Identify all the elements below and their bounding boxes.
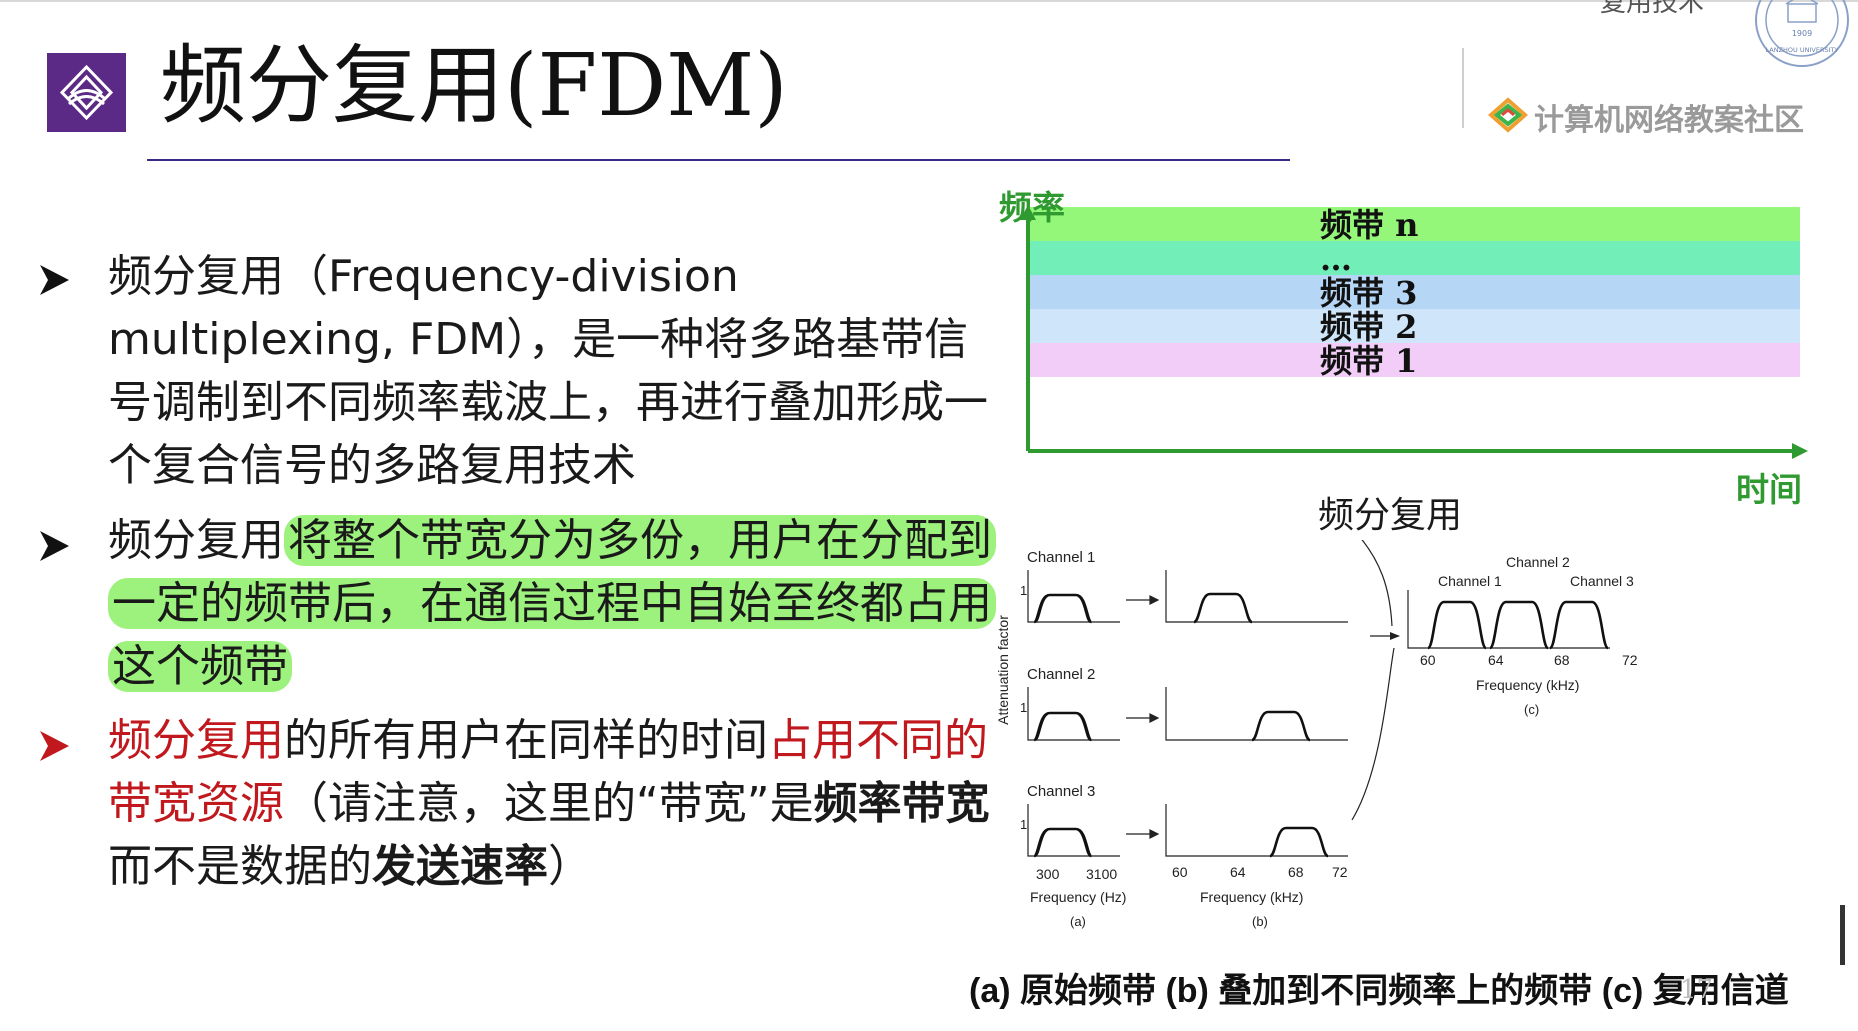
panel-b-tick-72: 72 bbox=[1332, 864, 1348, 880]
panel-a-x-label: Frequency (Hz) bbox=[1030, 889, 1126, 905]
panel-b-tick-60: 60 bbox=[1172, 864, 1188, 880]
header-divider bbox=[1462, 48, 1464, 128]
band-4 bbox=[1030, 241, 1800, 275]
bullet-3-red-phrase: 占用不同的带宽资源 bbox=[108, 715, 988, 829]
brand-logo-icon bbox=[1487, 97, 1529, 137]
panel-c-channel-2: Channel 2 bbox=[1506, 554, 1570, 570]
panel-c-curve-3 bbox=[1548, 600, 1610, 650]
panel-c-curve-2 bbox=[1488, 600, 1550, 650]
panel-c-tick-68: 68 bbox=[1554, 652, 1570, 668]
panel-b-row2-axes bbox=[1165, 687, 1348, 741]
fdm-diagram-caption: 频分复用 bbox=[1318, 495, 1462, 535]
brand-text: 计算机网络教案社区 bbox=[1534, 103, 1804, 138]
band-label-1: 频带 1 bbox=[1320, 342, 1417, 380]
frequency-axis-arrow-icon bbox=[1020, 205, 1036, 220]
panel-c-letter: (c) bbox=[1524, 702, 1539, 717]
panel-c-tick-72: 72 bbox=[1622, 652, 1638, 668]
fdm-band-diagram: 频带 n…频带 3频带 2频带 1 频率 时间 频分复用 bbox=[999, 188, 1808, 535]
title-underline bbox=[147, 159, 1290, 161]
panel-a-tick-300: 300 bbox=[1036, 866, 1060, 882]
panel-b-tick-64: 64 bbox=[1230, 864, 1246, 880]
panel-c-curve-1 bbox=[1426, 600, 1488, 650]
bullet-3-text-d: ） bbox=[548, 841, 592, 892]
arrow-right-icon bbox=[1149, 829, 1160, 839]
bullet-arrow-icon bbox=[36, 528, 72, 564]
channel-1-curve bbox=[1032, 593, 1094, 624]
panel-b-tick-68: 68 bbox=[1288, 864, 1304, 880]
band-5 bbox=[1030, 207, 1800, 241]
bullet-3-red-term: 频分复用 bbox=[108, 715, 284, 766]
top-border bbox=[0, 0, 1858, 2]
channel-2-curve bbox=[1032, 711, 1094, 742]
panel-c-channel-1: Channel 1 bbox=[1438, 573, 1502, 589]
tick-one: 1 bbox=[1020, 700, 1027, 715]
university-seal: 1909 LANZHOU UNIVERSITY bbox=[1752, 0, 1852, 70]
bullet-1-body: 频分复用（Frequency-division multiplexing, FD… bbox=[108, 251, 988, 491]
merge-arrow-top bbox=[1361, 540, 1393, 627]
brand: 计算机网络教案社区 bbox=[1487, 95, 1804, 139]
channel-1-label: Channel 1 bbox=[1027, 549, 1095, 566]
figure-caption: (a) 原始频带 (b) 叠加到不同频率上的频带 (c) 复用信道 bbox=[969, 972, 1789, 1010]
band-3 bbox=[1030, 275, 1800, 309]
bullet-2-prefix: 频分复用 bbox=[108, 515, 284, 566]
band-label-5: 频带 n bbox=[1320, 206, 1418, 244]
panel-b-row1-axes bbox=[1165, 570, 1348, 623]
bullet-2-text: 频分复用将整个带宽分为多份，用户在分配到一定的频带后，在通信过程中自始至终都占用… bbox=[108, 509, 998, 698]
tick-one: 1 bbox=[1020, 583, 1027, 598]
channel-3-curve bbox=[1032, 827, 1094, 858]
band-1 bbox=[1030, 343, 1800, 377]
channel-3-label: Channel 3 bbox=[1027, 783, 1095, 800]
panel-b-curve-3 bbox=[1269, 826, 1329, 858]
scrollbar[interactable] bbox=[1840, 905, 1845, 965]
bullet-3-text-a: 的所有用户在同样的时间 bbox=[284, 715, 768, 766]
diamond-logo-icon bbox=[47, 53, 126, 132]
band-2 bbox=[1030, 309, 1800, 343]
attenuation-axis-label: Attenuation factor bbox=[995, 615, 1011, 725]
panel-b-letter: (b) bbox=[1252, 914, 1268, 929]
panel-b-row3-axes bbox=[1165, 804, 1348, 857]
time-axis-arrow-icon bbox=[1792, 443, 1808, 459]
bullet-3-text-c: 而不是数据的 bbox=[108, 841, 372, 892]
time-axis-label: 时间 bbox=[1736, 470, 1802, 509]
tick-one: 1 bbox=[1020, 817, 1027, 832]
arrow-right-icon bbox=[1390, 632, 1400, 640]
bullet-arrow-red-icon bbox=[36, 728, 72, 764]
panel-c-tick-60: 60 bbox=[1420, 652, 1436, 668]
section-label: 复用技术 bbox=[1600, 0, 1705, 18]
panel-c-axes bbox=[1407, 590, 1610, 649]
panel-c-tick-64: 64 bbox=[1488, 652, 1504, 668]
panel-b-curve-2 bbox=[1251, 710, 1311, 742]
panel-b-x-label: Frequency (kHz) bbox=[1200, 889, 1303, 905]
band-label-4: … bbox=[1320, 240, 1352, 278]
panel-c-channel-3: Channel 3 bbox=[1570, 573, 1634, 589]
band-label-2: 频带 2 bbox=[1320, 308, 1417, 346]
bullet-3-bold-phrase: 发送速率 bbox=[372, 841, 548, 892]
panel-a-letter: (a) bbox=[1070, 914, 1086, 929]
bullet-1-text: 频分复用（Frequency-division multiplexing, FD… bbox=[108, 245, 998, 497]
panel-c-x-label: Frequency (kHz) bbox=[1476, 677, 1579, 693]
panel-b-curve-1 bbox=[1193, 592, 1253, 624]
bullet-3-text: 频分复用的所有用户在同样的时间占用不同的带宽资源（请注意，这里的“带宽”是频率带… bbox=[108, 709, 998, 898]
bullet-arrow-icon bbox=[36, 262, 72, 298]
bullet-3-text-b: （请注意，这里的“带宽”是 bbox=[284, 778, 814, 829]
arrow-right-icon bbox=[1149, 595, 1160, 605]
channel-2-label: Channel 2 bbox=[1027, 666, 1095, 683]
bullet-3-bold-term: 频率带宽 bbox=[813, 778, 990, 829]
seal-year: 1909 bbox=[1792, 29, 1812, 38]
panel-a-tick-3100: 3100 bbox=[1086, 866, 1117, 882]
page-number: 17 bbox=[1680, 975, 1714, 1005]
seal-text: LANZHOU UNIVERSITY bbox=[1766, 46, 1839, 54]
frequency-axis-label: 频率 bbox=[999, 188, 1065, 227]
page-title: 频分复用(FDM) bbox=[160, 36, 788, 136]
merge-arrow-bottom bbox=[1351, 647, 1395, 821]
arrow-right-icon bbox=[1149, 713, 1160, 723]
band-label-3: 频带 3 bbox=[1320, 274, 1417, 312]
channel-figure: Attenuation factor Channel 1 Channel 2 C… bbox=[995, 540, 1638, 929]
